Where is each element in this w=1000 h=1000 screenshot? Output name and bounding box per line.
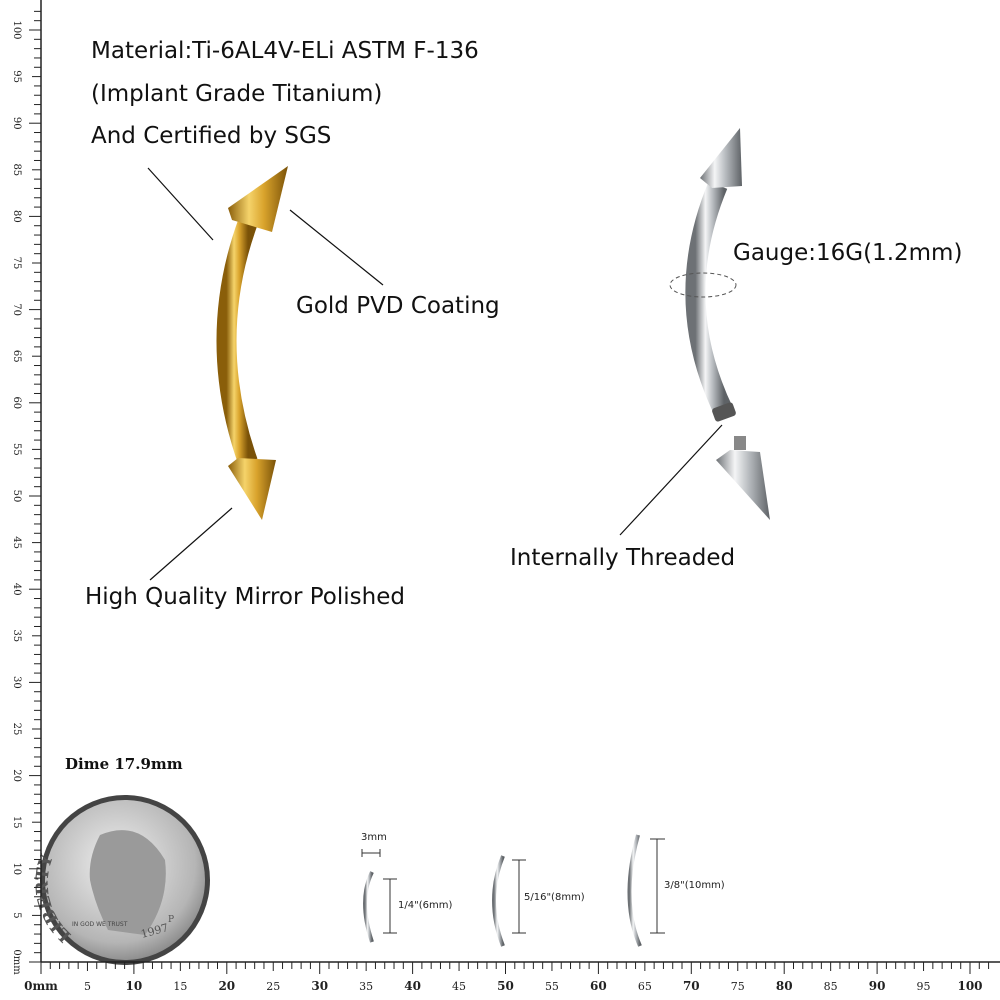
- ruler-left-label: 25: [11, 723, 22, 736]
- ruler-left-label: 80: [11, 210, 22, 223]
- certified-text: And Certified by SGS: [91, 123, 332, 149]
- coin-motto-text: IN GOD WE TRUST: [72, 921, 128, 928]
- ruler-left-label: 55: [11, 443, 22, 456]
- size-label-10mm: 3/8"(10mm): [664, 880, 725, 891]
- ruler-bottom-label: 20: [218, 979, 235, 993]
- ruler-bottom-label: 5: [84, 980, 91, 993]
- gold-spike-top: [228, 166, 288, 232]
- leader-lines: [147, 167, 723, 581]
- ruler-left-label: 45: [11, 536, 22, 549]
- gold-spike-bottom: [228, 458, 276, 520]
- size-label-6mm: 1/4"(6mm): [398, 900, 453, 911]
- ruler-left-label: 0mm: [11, 949, 22, 975]
- ruler-left-label: 30: [11, 676, 22, 689]
- implant-grade-text: (Implant Grade Titanium): [91, 81, 383, 107]
- ruler-left-label: 5: [11, 912, 22, 918]
- dime-coin: LIBERTY IN GOD WE TRUST 1997 P: [32, 795, 210, 965]
- gauge-text: Gauge:16G(1.2mm): [733, 240, 963, 266]
- ruler-bottom-label: 55: [545, 980, 559, 993]
- threaded-text: Internally Threaded: [510, 545, 736, 571]
- size-label-8mm: 5/16"(8mm): [524, 892, 585, 903]
- ruler-bottom-label: 0mm: [24, 979, 58, 993]
- silver-spike-top: [700, 128, 742, 188]
- silver-curved-barbell: [669, 128, 770, 520]
- size-chart: [361, 834, 665, 947]
- ruler: 0mm 5 10 15 20 25 30 35 40 45 50 55 60 65 70 75 80 85 90 95…: [11, 0, 1000, 993]
- ruler-left-label: 50: [11, 490, 22, 503]
- ruler-bottom-label: 100: [957, 979, 982, 993]
- ruler-left-label: 35: [11, 629, 22, 642]
- ruler-left-label: 40: [11, 583, 22, 596]
- ruler-left-label: 95: [11, 70, 22, 83]
- ruler-left-label: 70: [11, 303, 22, 316]
- ruler-bottom-label: 80: [776, 979, 793, 993]
- ruler-left-label: 15: [11, 816, 22, 829]
- ruler-bottom-label: 10: [126, 979, 143, 993]
- ruler-bottom-label: 70: [683, 979, 700, 993]
- ruler-left-label: 75: [11, 257, 22, 270]
- ruler-bottom-label: 60: [590, 979, 607, 993]
- ruler-bottom-label: 25: [266, 980, 280, 993]
- coin-mint-mark: P: [168, 915, 174, 925]
- ruler-left-label: 65: [11, 350, 22, 363]
- polished-text: High Quality Mirror Polished: [85, 584, 405, 610]
- gold-curved-barbell: [216, 166, 288, 520]
- ruler-bottom-label: 50: [497, 979, 514, 993]
- gauge-ellipse: [669, 272, 737, 298]
- ruler-left-label: 10: [11, 862, 22, 875]
- ruler-left-label: 100: [11, 20, 22, 39]
- ruler-bottom-label: 40: [404, 979, 421, 993]
- ruler-bottom-label: 85: [824, 980, 838, 993]
- ruler-bottom-label: 30: [311, 979, 328, 993]
- ruler-bottom-label: 90: [869, 979, 886, 993]
- ruler-bottom-label: 65: [638, 980, 652, 993]
- material-text: Material:Ti-6AL4V-ELi ASTM F-136: [91, 38, 479, 64]
- ruler-bottom-label: 95: [917, 980, 931, 993]
- ruler-left-label: 60: [11, 396, 22, 409]
- ruler-left-label: 20: [11, 769, 22, 782]
- ruler-left-label: 85: [11, 163, 22, 176]
- ruler-bottom-label: 35: [359, 980, 373, 993]
- ruler-bottom-label: 15: [173, 980, 187, 993]
- coating-text: Gold PVD Coating: [296, 293, 500, 319]
- ruler-bottom-label: 45: [452, 980, 466, 993]
- ruler-bottom-label: 75: [731, 980, 745, 993]
- ball-size-label: 3mm: [361, 832, 387, 843]
- ruler-left-label: 90: [11, 117, 22, 130]
- silver-spike-detached: [716, 450, 770, 520]
- dime-label: Dime 17.9mm: [65, 755, 183, 773]
